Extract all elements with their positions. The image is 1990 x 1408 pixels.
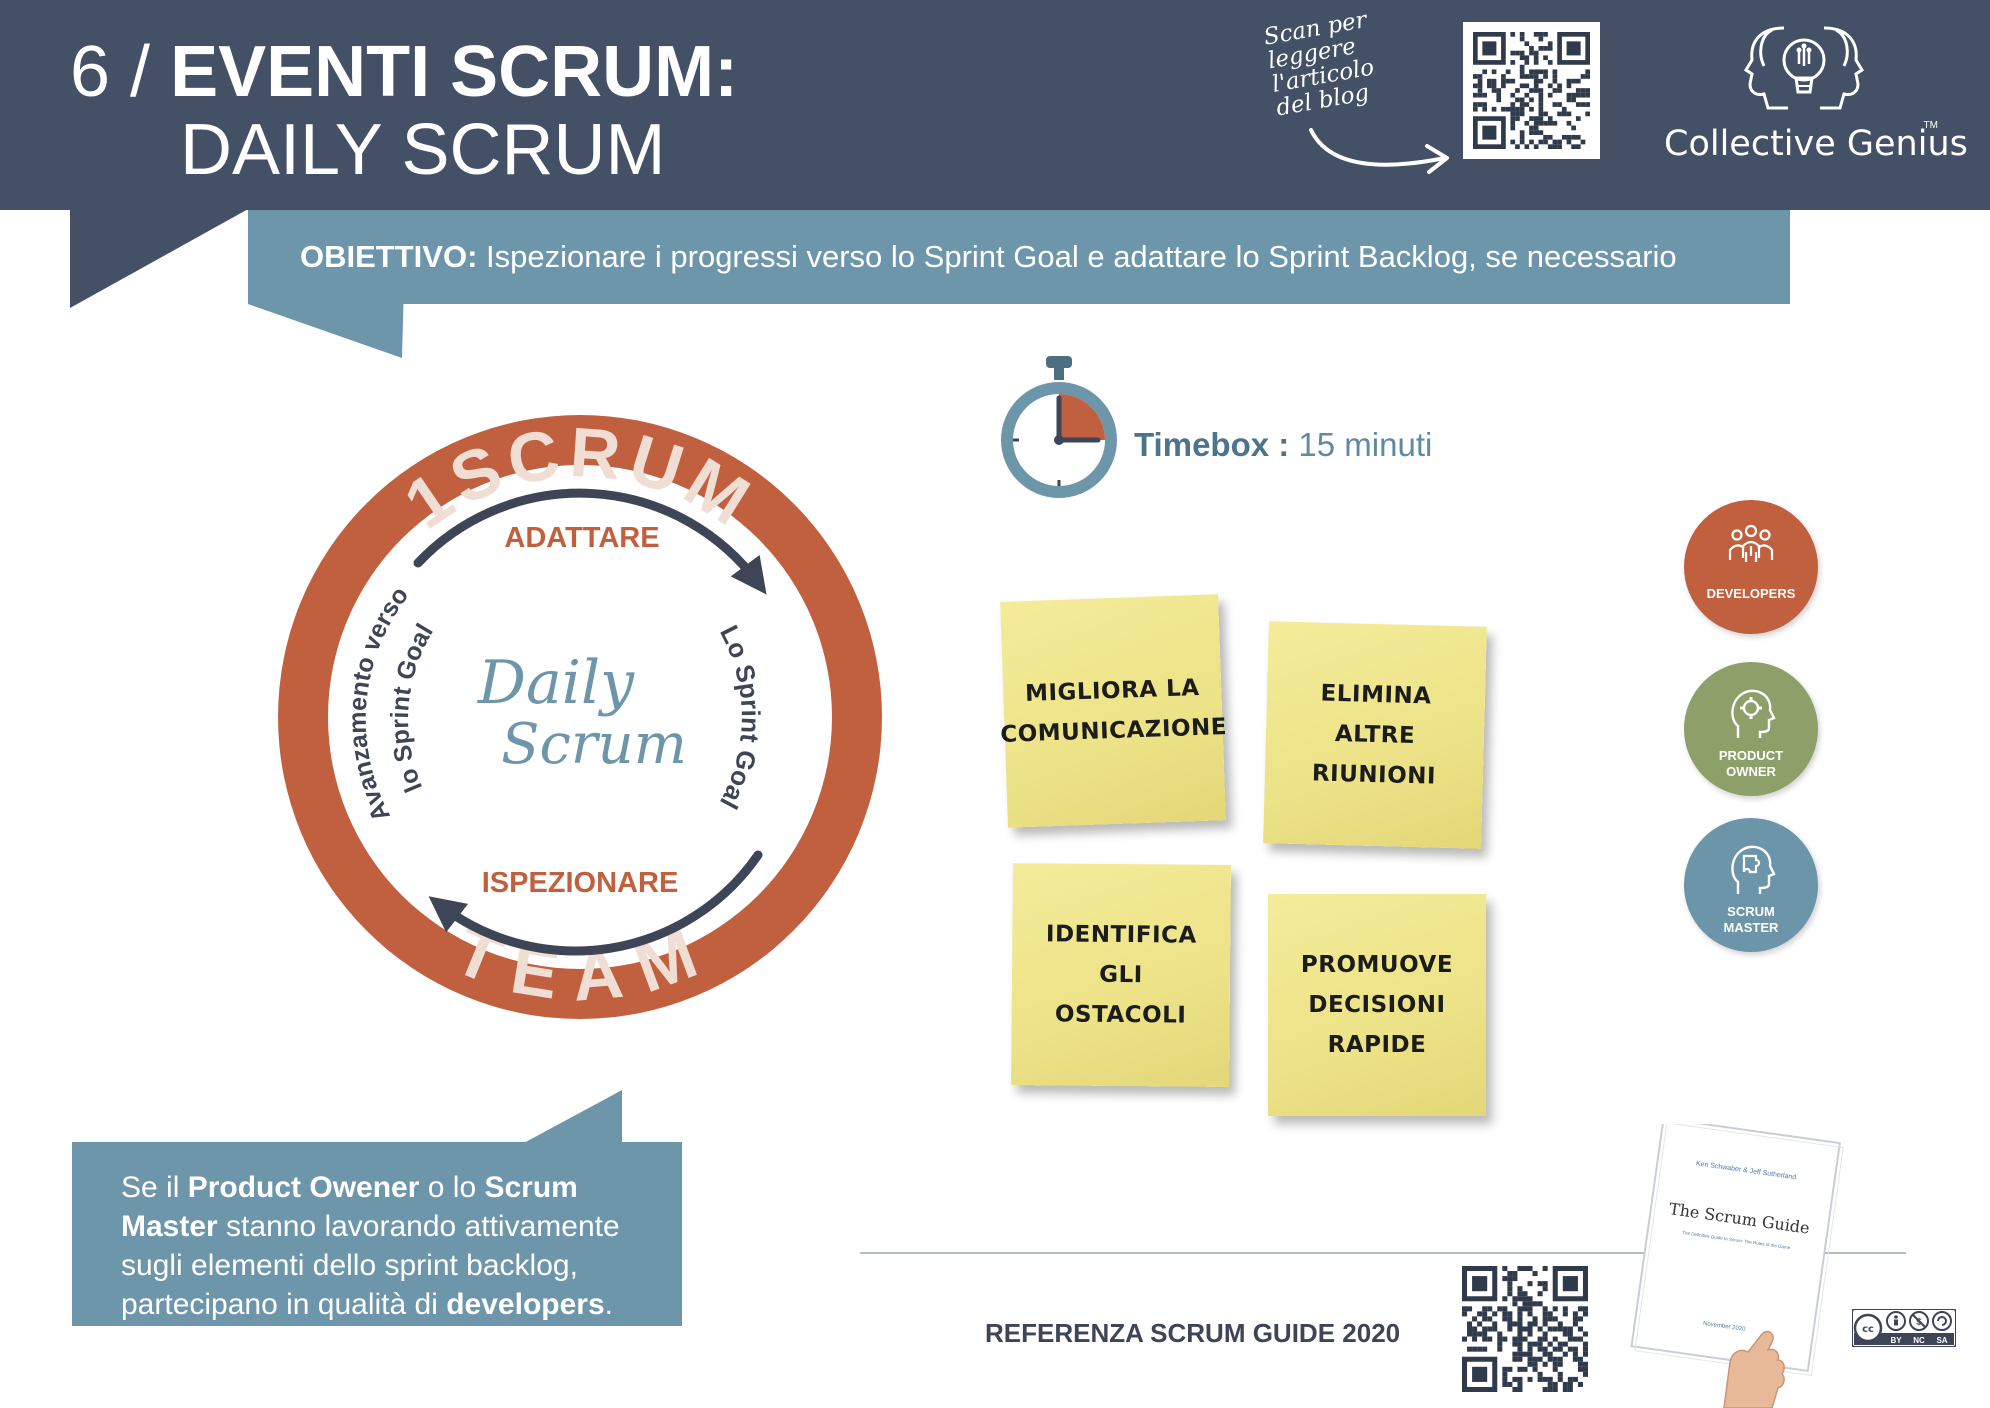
note-bold: Product Owener (187, 1171, 420, 1204)
participation-note: Se il Product Owener o lo Scrum Master s… (72, 1142, 682, 1326)
scan-caption: Scan per leggere l'articolo del blog (1262, 0, 1436, 122)
note-text: o lo (419, 1171, 485, 1204)
qr-code-icon (1462, 1266, 1588, 1392)
sticky-note-line: IDENTIFICA GLI (1045, 921, 1197, 989)
note-bold: Scrum Master (121, 1171, 578, 1243)
sticky-note: IDENTIFICA GLI OSTACOLI (1011, 863, 1231, 1087)
note-bold: developers (446, 1288, 605, 1321)
adapt-label: ADATTARE (504, 522, 659, 554)
timebox-value: 15 minuti (1289, 426, 1433, 463)
blog-qr-code[interactable] (1463, 22, 1600, 159)
scan-arrow-icon (1309, 128, 1449, 174)
creative-commons-badge: cc $ BY NC SA (1852, 1309, 1956, 1347)
title-number: 6 / (70, 32, 151, 112)
title-main: EVENTI SCRUM: (170, 32, 739, 112)
role-badge-scrum-master: SCRUM MASTER (1684, 818, 1818, 952)
sticky-note-line: PROMUOVE (1300, 952, 1454, 978)
sharealike-icon (1932, 1311, 1952, 1331)
qr-code-icon (1473, 32, 1590, 149)
timebox-key: Timebox : (1134, 426, 1290, 463)
adapt-arrow-icon (413, 488, 767, 595)
cc-icon (1853, 1313, 1883, 1343)
role-label-line: PRODUCT (1718, 748, 1784, 763)
role-label-line: SCRUM (1727, 904, 1775, 919)
sticky-note-line: ELIMINA (1320, 680, 1432, 710)
role-label-line: OWNER (1726, 764, 1776, 779)
timebox-label: Timebox : 15 minuti (1134, 426, 1432, 464)
team-icon (1728, 524, 1774, 562)
page-title: 6 / EVENTI SCRUM: (70, 30, 738, 114)
sticky-note-line: DECISIONI RAPIDE (1308, 992, 1446, 1058)
scrum-team-cycle: 1SCRUM TEAM ADATTARE ISPEZIONARE Lo Spri… (278, 413, 882, 1019)
sticky-note: ELIMINA ALTRE RIUNIONI (1263, 621, 1487, 849)
ring-inner (328, 465, 832, 969)
sticky-note-line: OSTACOLI (1054, 1001, 1187, 1029)
scrum-guide-book-illustration: Ken Schwaber & Jeff Sutherland The Scrum… (1630, 1124, 1844, 1408)
book-date: November 2020 (1703, 1321, 1747, 1333)
role-badge-product-owner: PRODUCT OWNER (1684, 662, 1818, 796)
role-label-line: MASTER (1723, 920, 1779, 935)
cc-by-label: BY (1890, 1336, 1902, 1345)
objective-banner: OBIETTIVO: Ispezionare i progressi verso… (248, 210, 1790, 304)
note-text: stanno lavorando attivamente sugli eleme… (121, 1210, 620, 1321)
inspect-arrow-icon (428, 850, 763, 956)
callout-tail (522, 1090, 622, 1144)
header-banner: 6 / EVENTI SCRUM: DAILY SCRUM Scan per l… (0, 0, 1990, 210)
scrum-guide-reference: REFERENZA SCRUM GUIDE 2020 (985, 1318, 1401, 1348)
objective-label: OBIETTIVO: (300, 239, 478, 274)
role-label: DEVELOPERS (1706, 586, 1796, 601)
trademark-mark: TM (1923, 120, 1938, 131)
hand-icon (1723, 1330, 1785, 1408)
sticky-note: PROMUOVE DECISIONI RAPIDE (1268, 894, 1486, 1116)
head-puzzle-icon (1731, 845, 1776, 894)
center-script-daily: Daily (477, 648, 635, 718)
inspect-label: ISPEZIONARE (482, 867, 679, 899)
sticky-note-line: COMUNICAZIONE (999, 714, 1228, 748)
collective-genius-logo: Collective Genius TM (1664, 20, 1968, 170)
center-script-scrum: Scrum (501, 712, 687, 777)
sticky-note: MIGLIORA LA COMUNICAZIONE (999, 594, 1228, 828)
role-label: PRODUCT OWNER (1684, 748, 1818, 780)
svg-text:cc: cc (1862, 1324, 1874, 1335)
svg-text:$: $ (1916, 1318, 1922, 1328)
bulb-faces-icon (1743, 26, 1865, 110)
stopwatch-icon (1001, 356, 1117, 498)
footer-divider (860, 1252, 1906, 1254)
scrum-guide-qr-code[interactable] (1460, 1264, 1590, 1394)
cc-nc-label: NC (1913, 1336, 1925, 1345)
sticky-note-line: ALTRE RIUNIONI (1311, 720, 1437, 790)
role-badge-developers: DEVELOPERS (1684, 500, 1818, 634)
cc-sa-label: SA (1936, 1336, 1947, 1345)
note-text: . (604, 1288, 613, 1321)
note-text: Se il (121, 1171, 188, 1204)
head-gear-icon (1731, 689, 1776, 738)
logo-wordmark: Collective Genius (1664, 124, 1968, 164)
role-label: SCRUM MASTER (1684, 904, 1818, 936)
page-subtitle: DAILY SCRUM (180, 110, 666, 190)
objective-text: Ispezionare i progressi verso lo Sprint … (477, 239, 1677, 274)
